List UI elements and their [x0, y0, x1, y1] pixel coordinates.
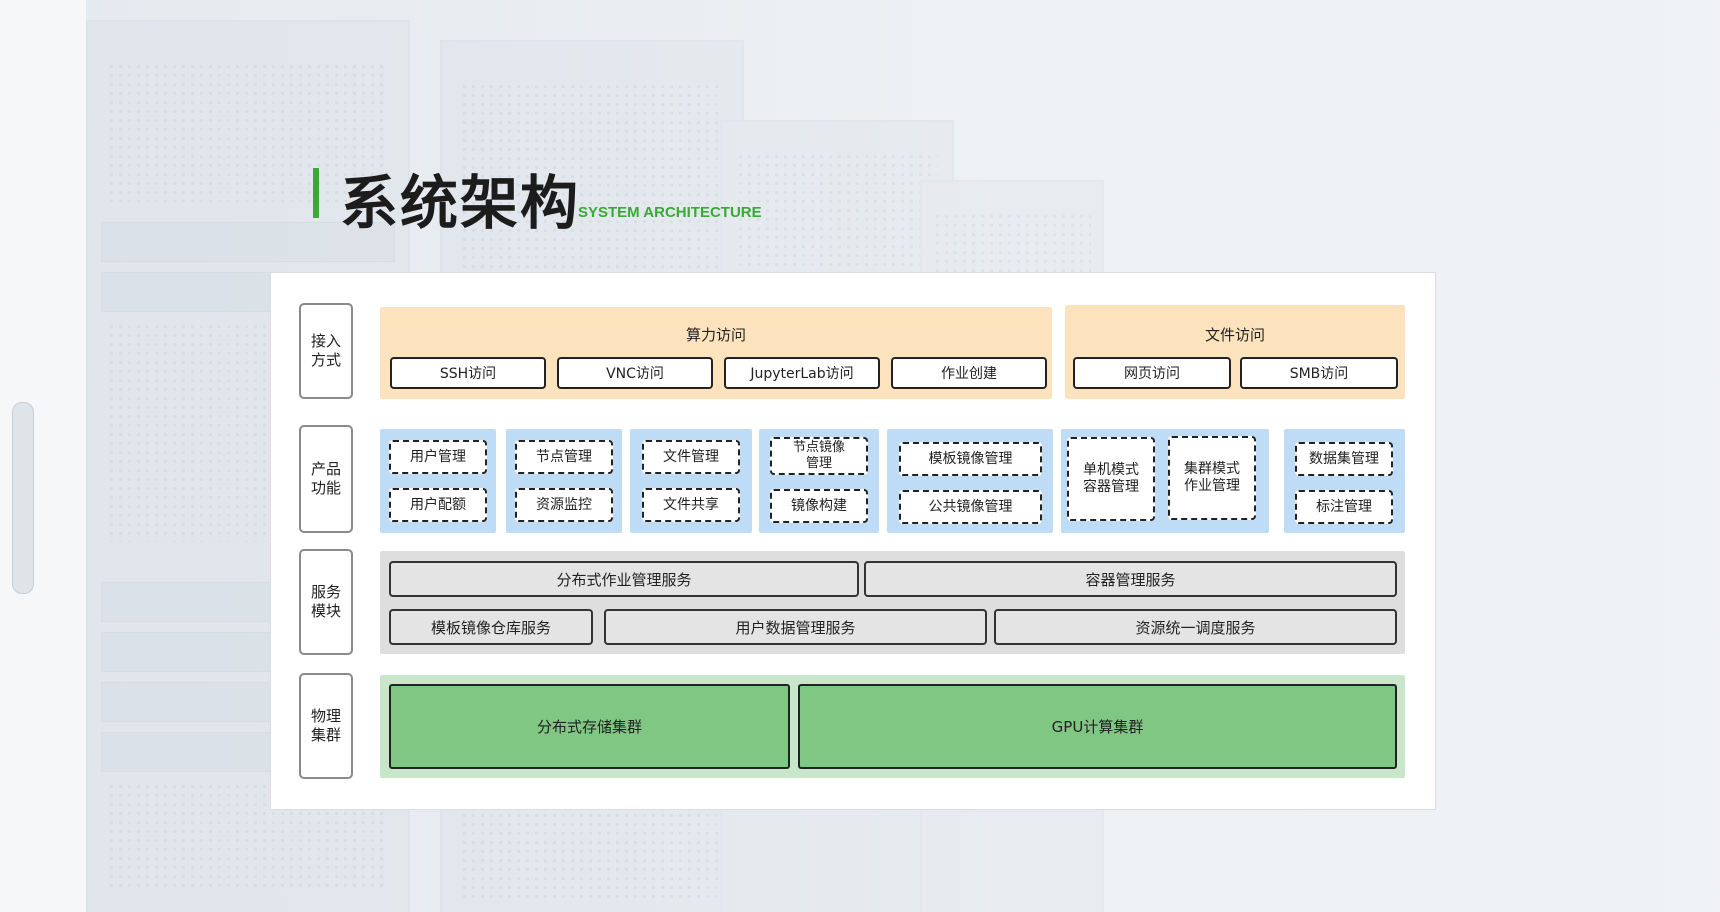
- feature-group-node: 节点管理 资源监控: [506, 429, 622, 533]
- feature-group-node-image: 节点镜像 管理 镜像构建: [759, 429, 879, 533]
- page-subtitle: SYSTEM ARCHITECTURE: [578, 204, 762, 221]
- dataset-management-item[interactable]: 数据集管理: [1295, 442, 1393, 476]
- node-management-item[interactable]: 节点管理: [515, 440, 613, 474]
- layer-label-features: 产品 功能: [299, 425, 353, 533]
- door-handle: [12, 402, 34, 594]
- file-sharing-item[interactable]: 文件共享: [642, 488, 740, 522]
- feature-group-container: 单机模式 容器管理 集群模式 作业管理: [1061, 429, 1269, 533]
- layer-label-services: 服务 模块: [299, 549, 353, 655]
- file-management-item[interactable]: 文件管理: [642, 440, 740, 474]
- compute-access-zone: 算力访问 SSH访问 VNC访问 JupyterLab访问 作业创建: [380, 307, 1052, 399]
- user-quota-item[interactable]: 用户配额: [389, 488, 487, 522]
- jupyterlab-access-button[interactable]: JupyterLab访问: [724, 357, 880, 389]
- user-management-item[interactable]: 用户管理: [389, 440, 487, 474]
- distributed-job-service[interactable]: 分布式作业管理服务: [389, 561, 859, 597]
- template-image-management-item[interactable]: 模板镜像管理: [899, 442, 1042, 476]
- job-create-button[interactable]: 作业创建: [891, 357, 1047, 389]
- web-access-button[interactable]: 网页访问: [1073, 357, 1231, 389]
- user-data-management-service[interactable]: 用户数据管理服务: [604, 609, 987, 645]
- title-accent-bar: [313, 168, 319, 218]
- smb-access-button[interactable]: SMB访问: [1240, 357, 1398, 389]
- resource-monitor-item[interactable]: 资源监控: [515, 488, 613, 522]
- annotation-management-item[interactable]: 标注管理: [1295, 490, 1393, 524]
- cluster-zone: 分布式存储集群 GPU计算集群: [380, 675, 1405, 778]
- image-build-item[interactable]: 镜像构建: [770, 489, 868, 523]
- cluster-job-management-item[interactable]: 集群模式 作业管理: [1168, 436, 1256, 520]
- resource-scheduling-service[interactable]: 资源统一调度服务: [994, 609, 1397, 645]
- page-title: 系统架构: [340, 169, 581, 237]
- gpu-compute-cluster[interactable]: GPU计算集群: [798, 684, 1397, 769]
- standalone-container-management-item[interactable]: 单机模式 容器管理: [1067, 437, 1155, 521]
- feature-group-file: 文件管理 文件共享: [630, 429, 752, 533]
- file-access-title: 文件访问: [1204, 326, 1265, 344]
- file-access-zone: 文件访问 网页访问 SMB访问: [1065, 305, 1405, 399]
- layer-label-access: 接入 方式: [299, 303, 353, 399]
- feature-group-template-image: 模板镜像管理 公共镜像管理: [887, 429, 1053, 533]
- compute-access-title: 算力访问: [685, 326, 746, 344]
- service-zone: 分布式作业管理服务 容器管理服务 模板镜像仓库服务 用户数据管理服务 资源统一调…: [380, 551, 1405, 654]
- feature-group-dataset: 数据集管理 标注管理: [1284, 429, 1405, 533]
- container-management-service[interactable]: 容器管理服务: [864, 561, 1397, 597]
- template-image-repo-service[interactable]: 模板镜像仓库服务: [389, 609, 593, 645]
- vnc-access-button[interactable]: VNC访问: [557, 357, 713, 389]
- layer-label-clusters: 物理 集群: [299, 673, 353, 779]
- distributed-storage-cluster[interactable]: 分布式存储集群: [389, 684, 790, 769]
- architecture-diagram: 接入 方式 算力访问 SSH访问 VNC访问 JupyterLab访问 作业创建…: [270, 272, 1436, 810]
- feature-group-user: 用户管理 用户配额: [380, 429, 496, 533]
- public-image-management-item[interactable]: 公共镜像管理: [899, 490, 1042, 524]
- ssh-access-button[interactable]: SSH访问: [390, 357, 546, 389]
- node-image-management-item[interactable]: 节点镜像 管理: [770, 437, 868, 475]
